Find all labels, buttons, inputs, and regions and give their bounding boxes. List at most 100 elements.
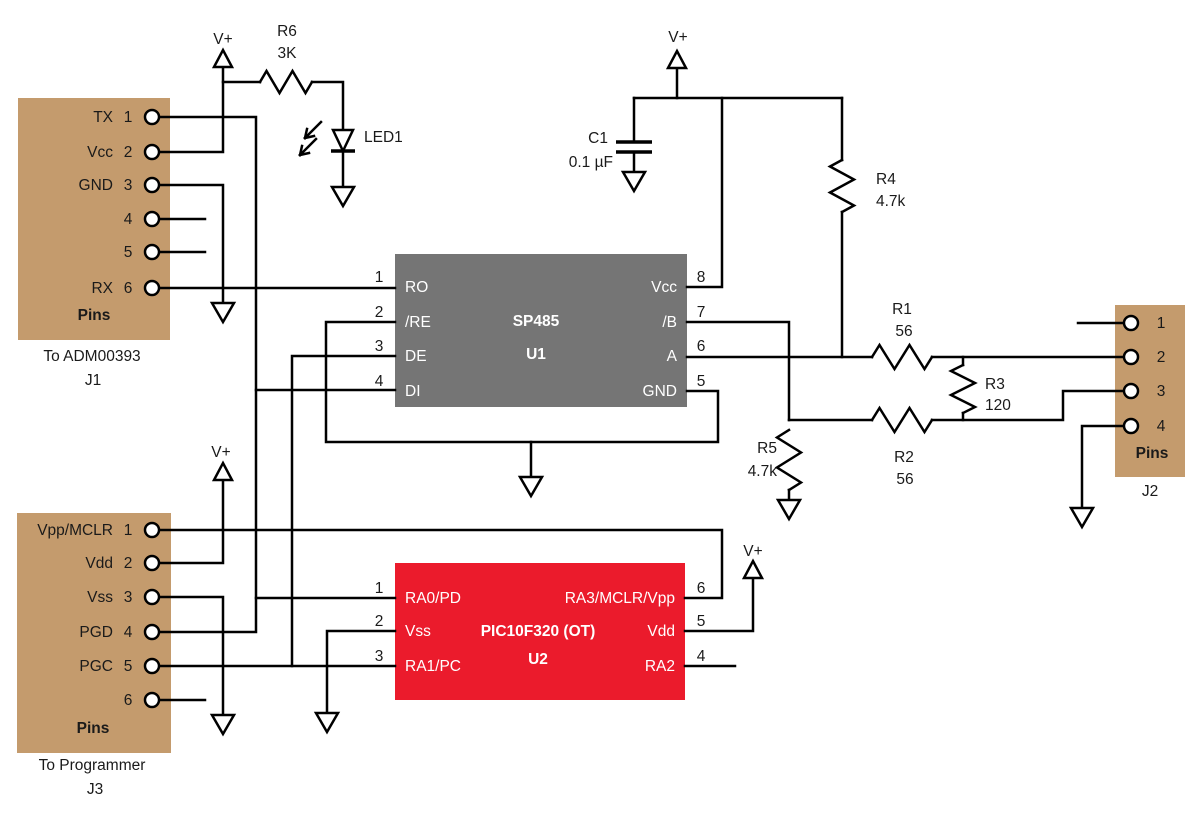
j1-pin6-label: RX: [91, 280, 113, 297]
vplus-arrow-j3: [211, 460, 235, 482]
wire-j2-pin4-gnd: [1080, 424, 1125, 510]
u1-pin3-number: 3: [375, 338, 384, 355]
led-triangle: [331, 128, 355, 154]
j1-caption-line2: J1: [85, 372, 101, 389]
c1-ref: C1: [588, 130, 608, 147]
j2-pin4-number: 4: [1157, 418, 1166, 435]
j2-caption: J2: [1142, 483, 1158, 500]
j1-pin1-circle: [143, 108, 161, 126]
resistor-r2-body: [870, 405, 934, 435]
wire-de-vertical: [290, 354, 397, 668]
j3-pin5-number: 5: [124, 658, 133, 675]
j2-pin1-number: 1: [1157, 315, 1166, 332]
u1-part-name: SP485: [513, 313, 560, 330]
led1-symbol: [298, 120, 355, 157]
r3-value: 120: [985, 397, 1011, 414]
led1-ref: LED1: [364, 129, 403, 146]
j2-pin3-number: 3: [1157, 383, 1166, 400]
resistor-r6-body: [258, 68, 314, 96]
ground-symbols: [209, 170, 1096, 737]
wire-u2-vss-gnd: [325, 629, 397, 715]
wire-j1-vcc-to-vplus: [158, 65, 225, 154]
j1-pin6-circle: [143, 279, 161, 297]
u2-pin2-label: Vss: [405, 623, 431, 640]
vplus-label-rail: V+: [668, 29, 687, 46]
capacitor-c1-symbol: [616, 140, 652, 154]
u2-pin3-number: 3: [375, 648, 384, 665]
j3-pin3-circle: [143, 588, 161, 606]
ground-symbol-r5: [775, 498, 803, 522]
ground-symbol-c1: [620, 170, 648, 194]
u2-ref: U2: [528, 651, 548, 668]
connector-j1-labels: TX Vcc GND RX 1 2 3 4 5 6 Pins To ADM003…: [43, 109, 140, 389]
wires: [158, 65, 1125, 717]
j1-pin5-circle: [143, 243, 161, 261]
ic-u2-labels: 1 2 3 6 5 4 RA0/PD Vss RA1/PC RA3/MCLR/V…: [375, 580, 706, 675]
resistor-r3-body: [948, 363, 978, 415]
j3-caption-line1: To Programmer: [39, 757, 146, 774]
vplus-label-u2: V+: [743, 543, 762, 560]
u2-pin4-number: 4: [697, 648, 706, 665]
u2-pin4-label: RA2: [645, 658, 675, 675]
r3-ref: R3: [985, 376, 1005, 393]
r5-ref: R5: [757, 440, 777, 457]
u2-pin5-number: 5: [697, 613, 706, 630]
wire-tx-di-ra0-pgd-net: [158, 115, 258, 634]
r6-ref: R6: [277, 23, 297, 40]
ground-symbol-j1: [209, 301, 237, 325]
wire-r6-to-led: [310, 80, 345, 132]
j3-pin3-number: 3: [124, 589, 133, 606]
wire-re-gnd-loop: [324, 320, 720, 444]
ground-symbol-led: [329, 185, 357, 209]
j3-pin6-number: 6: [124, 692, 133, 709]
r2-value: 56: [896, 471, 913, 488]
u2-pin6-number: 6: [697, 580, 706, 597]
j1-pins-label: Pins: [78, 307, 111, 324]
wire-j3-vss-gnd: [158, 595, 225, 717]
u2-pin3-label: RA1/PC: [405, 658, 461, 675]
j3-pin2-circle: [143, 554, 161, 572]
u1-pin5-label: GND: [643, 383, 677, 400]
vplus-arrow-rail: [665, 48, 689, 70]
u1-ref: U1: [526, 346, 546, 363]
u1-pin4-number: 4: [375, 373, 384, 390]
r2-ref: R2: [894, 449, 914, 466]
u1-pin5-number: 5: [697, 373, 706, 390]
j1-caption-line1: To ADM00393: [43, 348, 140, 365]
j2-pin1-circle: [1122, 314, 1140, 332]
j3-pin1-label: Vpp/MCLR: [37, 522, 113, 539]
u2-pin2-number: 2: [375, 613, 384, 630]
ic-u1-body: [395, 254, 687, 407]
j1-pin6-number: 6: [124, 280, 133, 297]
u1-pin2-label: /RE: [405, 314, 431, 331]
resistor-r5-body: [774, 428, 804, 492]
j2-pin4-circle: [1122, 417, 1140, 435]
u2-pin1-label: RA0/PD: [405, 590, 461, 607]
connector-j2-labels: 1 2 3 4 Pins J2: [1136, 315, 1169, 500]
ground-symbol-u2-vss: [313, 711, 341, 735]
j3-pin4-number: 4: [124, 624, 133, 641]
passive-labels: R6 3K R4 4.7k R1 56 R3 120 R2 56 R5 4.7k…: [277, 23, 1011, 488]
j2-pins-label: Pins: [1136, 445, 1169, 462]
j1-pin4-number: 4: [124, 211, 133, 228]
u1-pin7-label: /B: [662, 314, 677, 331]
r1-ref: R1: [892, 301, 912, 318]
ground-symbol-j2: [1068, 506, 1096, 530]
j3-pin1-number: 1: [124, 522, 133, 539]
r4-ref: R4: [876, 171, 896, 188]
j3-pin5-label: PGC: [79, 658, 113, 675]
u1-pin6-label: A: [667, 348, 678, 365]
j3-pins-label: Pins: [77, 720, 110, 737]
j1-pin1-number: 1: [124, 109, 133, 126]
j3-pin2-number: 2: [124, 555, 133, 572]
wire-j1-gnd: [158, 183, 225, 305]
j3-caption-line2: J3: [87, 781, 103, 798]
r1-value: 56: [895, 323, 912, 340]
resistor-r1-body: [870, 342, 934, 372]
j1-pin2-label: Vcc: [87, 144, 113, 161]
j1-pin1-label: TX: [93, 109, 113, 126]
j3-pin4-circle: [143, 623, 161, 641]
j3-pin4-label: PGD: [79, 624, 113, 641]
j2-pin3-circle: [1122, 382, 1140, 400]
